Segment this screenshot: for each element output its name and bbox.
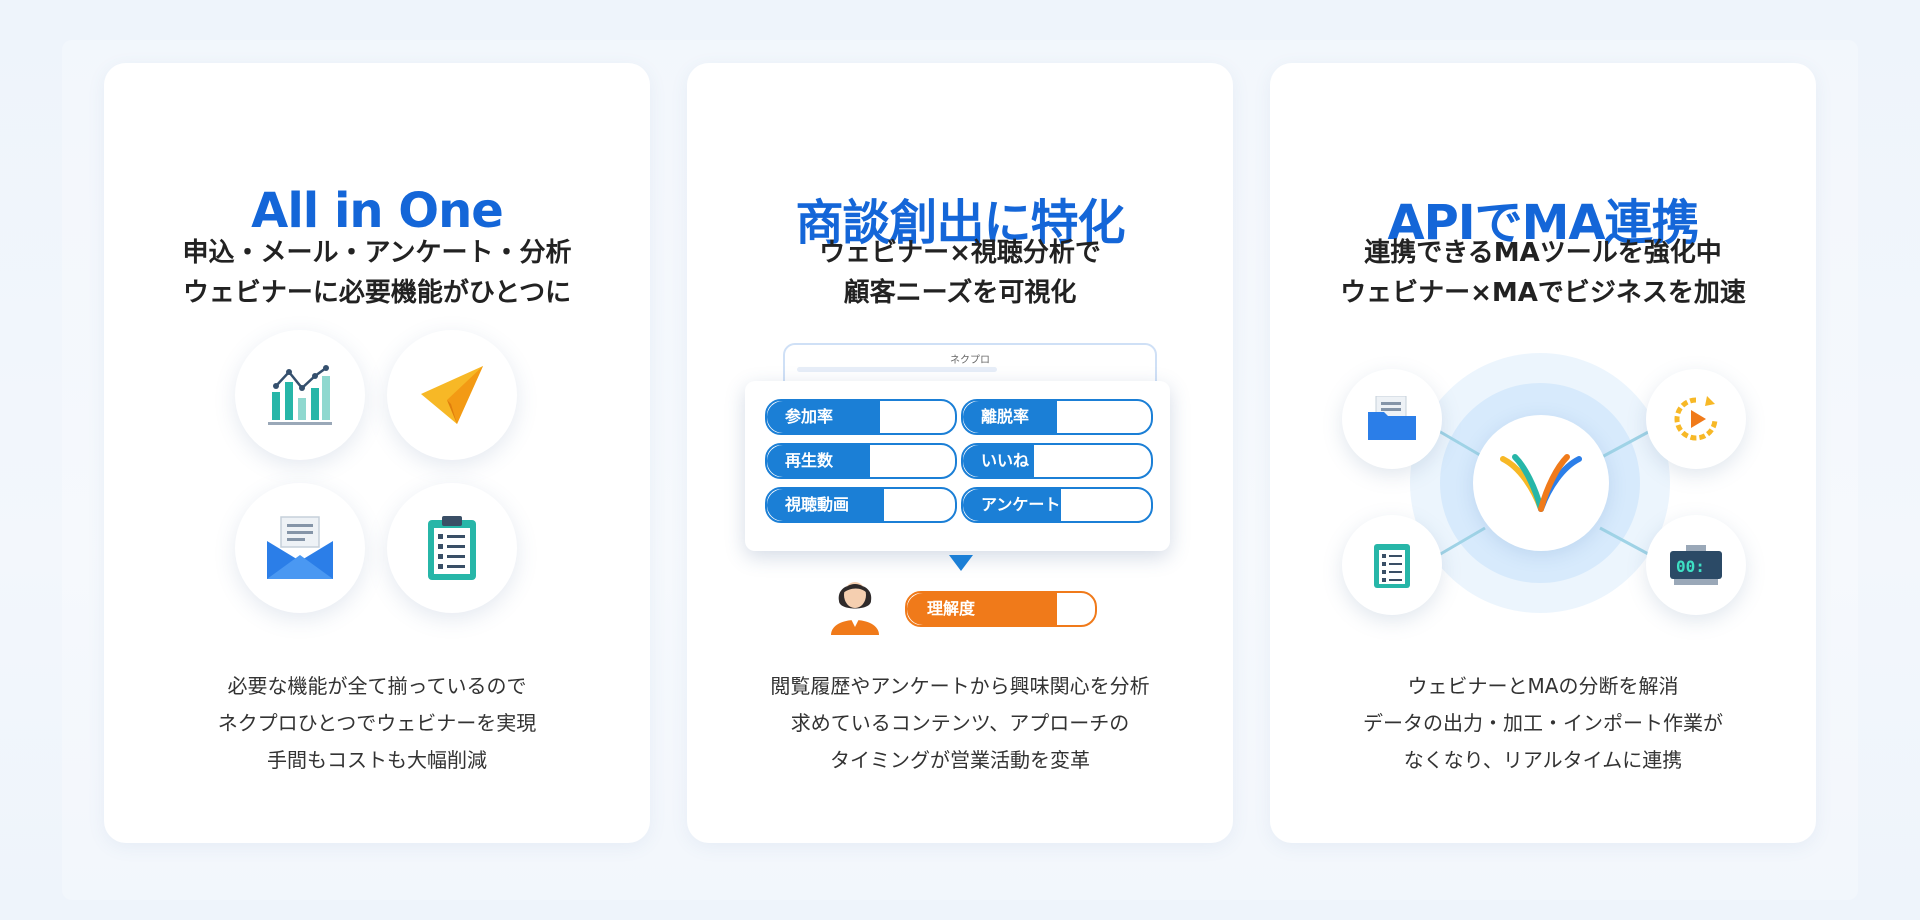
- card-subtitle: ウェビナー×視聴分析で 顧客ニーズを可視化: [687, 233, 1233, 313]
- description-line: タイミングが営業活動を変革: [830, 748, 1090, 772]
- metric-fill: [963, 445, 1035, 477]
- description-line: 手間もコストも大幅削減: [267, 748, 487, 772]
- metric-fill: [767, 401, 880, 433]
- checklist-icon: [387, 483, 517, 613]
- feature-card-deal-creation: 商談創出に特化 ウェビナー×視聴分析で 顧客ニーズを可視化 ネクプロ 参加率 離…: [687, 63, 1233, 843]
- subtitle-line: 顧客ニーズを可視化: [843, 278, 1077, 308]
- replay-icon: [1646, 369, 1746, 469]
- subtitle-line: ウェビナー×MAでビジネスを加速: [1340, 278, 1746, 308]
- metric-fill: [767, 445, 871, 477]
- down-arrow-icon: [949, 555, 973, 571]
- paper-plane-icon: [387, 330, 517, 460]
- feature-card-all-in-one: All in One 申込・メール・アンケート・分析 ウェビナーに必要機能がひと…: [104, 63, 650, 843]
- timer-digits: 00:: [1676, 557, 1705, 576]
- description-line: 閲覧履歴やアンケートから興味関心を分析: [770, 674, 1150, 698]
- card-description: ウェビナーとMAの分断を解消 データの出力・加工・インポート作業が なくなり、リ…: [1270, 668, 1816, 779]
- person-icon: [831, 582, 879, 635]
- subtitle-line: 申込・メール・アンケート・分析: [182, 238, 572, 268]
- understanding-label: 理解度: [927, 599, 976, 618]
- description-line: ウェビナーとMAの分断を解消: [1407, 674, 1679, 698]
- checklist-icon: [1342, 515, 1442, 615]
- metric-label: アンケート: [981, 495, 1061, 514]
- metric-pill: 離脱率: [961, 399, 1153, 435]
- subtitle-line: ウェビナーに必要機能がひとつに: [182, 278, 572, 308]
- description-line: データの出力・加工・インポート作業が: [1363, 711, 1723, 735]
- understanding-fill: [907, 593, 1058, 625]
- browser-address-bar: [797, 367, 997, 372]
- card-subtitle: 連携できるMAツールを強化中 ウェビナー×MAでビジネスを加速: [1270, 233, 1816, 313]
- timer-icon: 00:: [1646, 515, 1746, 615]
- metric-pill: 参加率: [765, 399, 957, 435]
- metric-pill: アンケート: [961, 487, 1153, 523]
- card-description: 閲覧履歴やアンケートから興味関心を分析 求めているコンテンツ、アプローチの タイ…: [687, 668, 1233, 779]
- card-subtitle: 申込・メール・アンケート・分析 ウェビナーに必要機能がひとつに: [104, 233, 650, 313]
- card-title: All in One: [251, 183, 504, 239]
- metric-label: 離脱率: [981, 407, 1030, 426]
- chart-icon: [235, 330, 365, 460]
- understanding-pill: 理解度: [905, 591, 1097, 627]
- feature-card-api-ma: APIでMA連携 連携できるMAツールを強化中 ウェビナー×MAでビジネスを加速: [1270, 63, 1816, 843]
- metric-pill: 再生数: [765, 443, 957, 479]
- metric-label: いいね: [981, 451, 1030, 470]
- browser-logo: ネクプロ: [950, 355, 990, 366]
- subtitle-line: ウェビナー×視聴分析で: [819, 238, 1101, 268]
- metric-fill: [963, 489, 1061, 521]
- folder-icon: [1342, 369, 1442, 469]
- subtitle-line: 連携できるMAツールを強化中: [1364, 238, 1722, 268]
- metric-pill: 視聴動画: [765, 487, 957, 523]
- metric-fill: [767, 489, 884, 521]
- description-line: 求めているコンテンツ、アプローチの: [790, 711, 1130, 735]
- card-description: 必要な機能が全て揃っているので ネクプロひとつでウェビナーを実現 手間もコストも…: [104, 668, 650, 779]
- card-title: APIでMA連携: [1387, 195, 1699, 251]
- nexpro-logo: [1473, 415, 1609, 551]
- metric-fill: [963, 401, 1057, 433]
- card-title: 商談創出に特化: [795, 195, 1125, 251]
- description-line: なくなり、リアルタイムに連携: [1403, 748, 1683, 772]
- metrics-panel: 参加率 離脱率 再生数 いいね 視聴動画 アンケート: [745, 381, 1170, 551]
- metric-label: 視聴動画: [785, 495, 850, 514]
- metric-pill: いいね: [961, 443, 1153, 479]
- description-line: 必要な機能が全て揃っているので: [227, 674, 527, 698]
- mail-icon: [235, 483, 365, 613]
- metric-label: 参加率: [785, 407, 834, 426]
- metric-label: 再生数: [785, 451, 834, 470]
- description-line: ネクプロひとつでウェビナーを実現: [217, 711, 537, 735]
